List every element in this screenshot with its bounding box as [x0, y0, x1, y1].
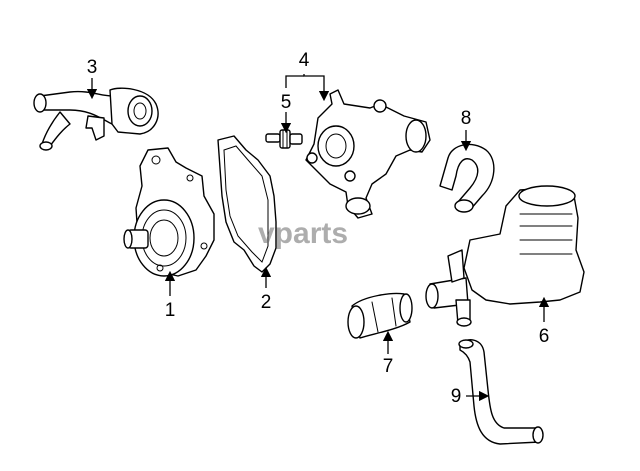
leader-4b [285, 75, 304, 88]
part-8-hose [439, 143, 495, 213]
callout-8: 8 [461, 108, 472, 129]
callout-1: 1 [165, 300, 176, 321]
callout-3: 3 [87, 57, 98, 78]
part-2-gasket [217, 135, 277, 273]
part-9-hose [458, 339, 544, 445]
callout-4: 4 [299, 50, 310, 71]
part-6-coolant-outlet [425, 185, 585, 327]
part-7-hose [347, 292, 413, 339]
callout-9: 9 [451, 386, 462, 407]
callout-2: 2 [261, 292, 272, 313]
leader-lines [86, 74, 550, 402]
part-1-water-pump [123, 147, 215, 277]
part-5-sensor [265, 129, 303, 149]
callout-6: 6 [539, 326, 550, 347]
part-4-thermostat-housing [305, 89, 431, 219]
leader-4a [303, 74, 330, 102]
watermark-logo: vparts [258, 217, 348, 250]
callout-5: 5 [281, 92, 292, 113]
callout-7: 7 [383, 356, 394, 377]
part-3-coolant-pipe [33, 87, 159, 151]
